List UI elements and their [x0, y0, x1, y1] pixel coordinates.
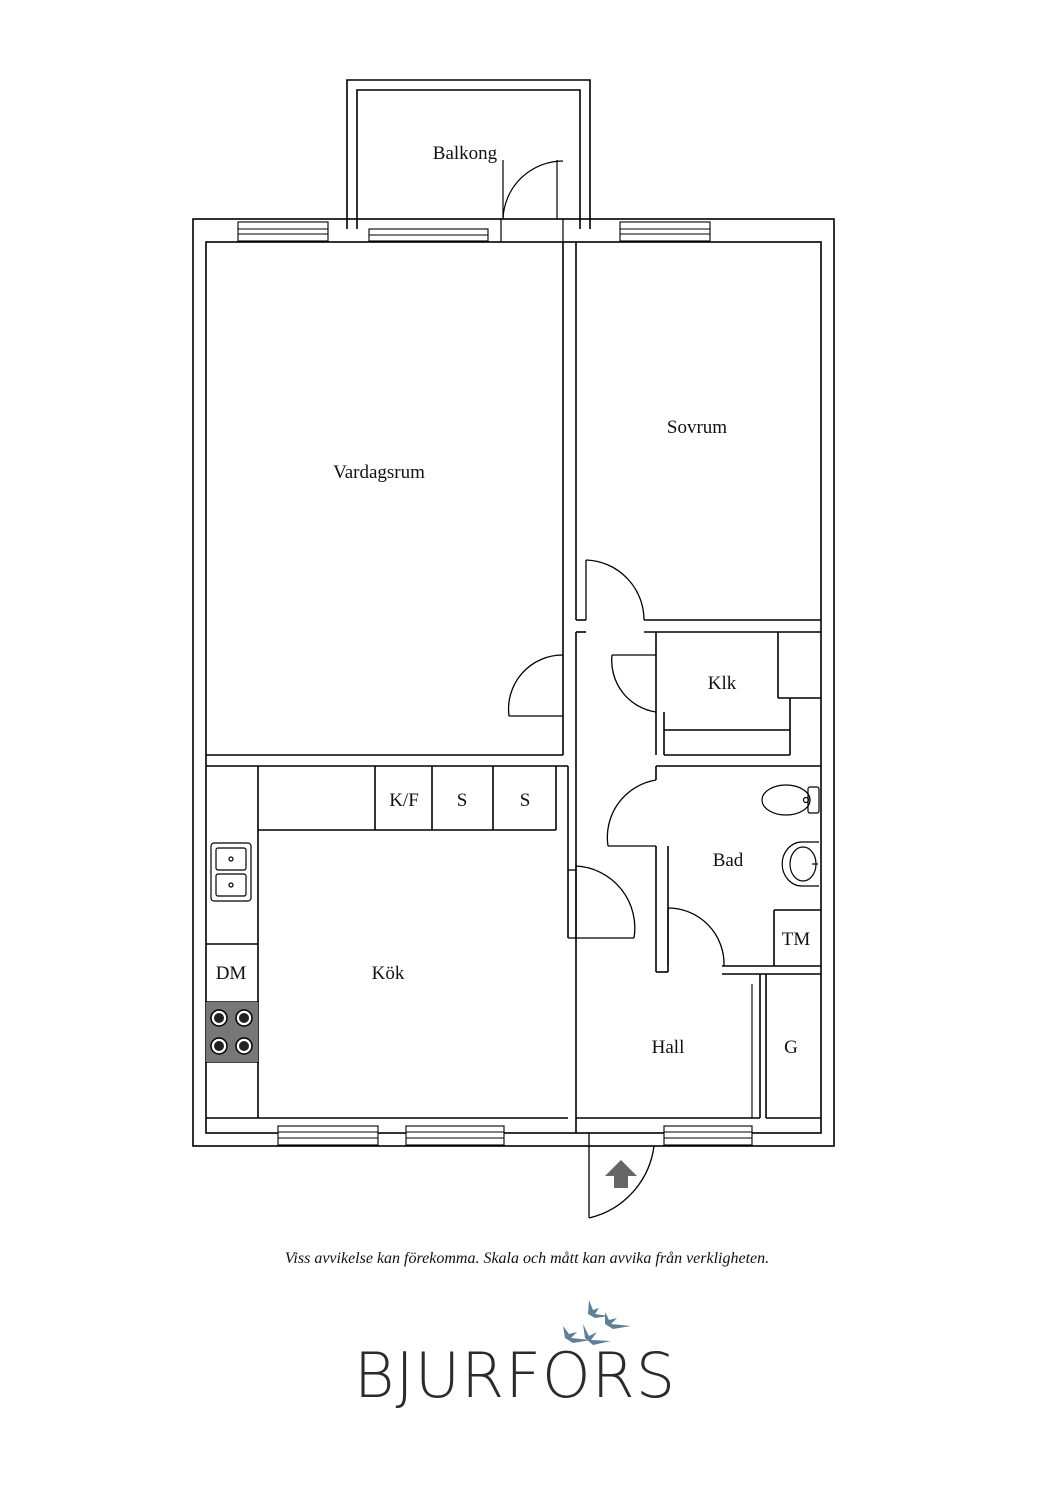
label-kok: Kök	[372, 963, 405, 984]
outer-walls	[192, 218, 835, 1147]
window-bottom-1	[277, 1125, 379, 1146]
label-balkong: Balkong	[433, 143, 498, 164]
kitchen-sink-icon	[210, 842, 252, 902]
balcony-door	[500, 160, 564, 242]
brand-logo-text: BJURFORS	[353, 1339, 677, 1412]
door-hall-bath	[667, 907, 725, 967]
window-bottom-3	[663, 1125, 753, 1146]
kitchen-counter	[206, 766, 568, 1119]
label-s1: S	[457, 790, 468, 811]
stove-icon	[206, 1002, 258, 1062]
label-kf: K/F	[389, 790, 419, 811]
door-entrance	[588, 1133, 655, 1219]
window-top-balcony	[368, 228, 489, 242]
interior-walls	[206, 242, 821, 1133]
washbasin-icon	[781, 841, 819, 887]
label-klk: Klk	[708, 673, 737, 694]
entrance-arrow-icon	[605, 1160, 637, 1188]
label-hall: Hall	[652, 1037, 685, 1058]
label-sovrum: Sovrum	[667, 417, 727, 438]
toilet-icon	[761, 784, 820, 816]
window-bottom-2	[405, 1125, 505, 1146]
door-closet	[611, 654, 657, 713]
balcony-outline	[346, 79, 591, 229]
door-living-room	[507, 654, 564, 717]
label-tm: TM	[782, 929, 811, 950]
window-top-right	[619, 221, 711, 242]
disclaimer-text: Viss avvikelse kan förekomma. Skala och …	[284, 1250, 770, 1267]
door-bedroom	[585, 559, 645, 621]
label-g: G	[784, 1037, 798, 1058]
label-s2: S	[520, 790, 531, 811]
label-bad: Bad	[713, 850, 744, 871]
door-kitchen	[568, 865, 636, 939]
label-vardagsrum: Vardagsrum	[333, 462, 425, 483]
birds-logo-icon	[563, 1300, 631, 1345]
label-dm: DM	[216, 963, 247, 984]
door-bathroom	[606, 779, 657, 847]
window-top-left	[237, 221, 329, 242]
